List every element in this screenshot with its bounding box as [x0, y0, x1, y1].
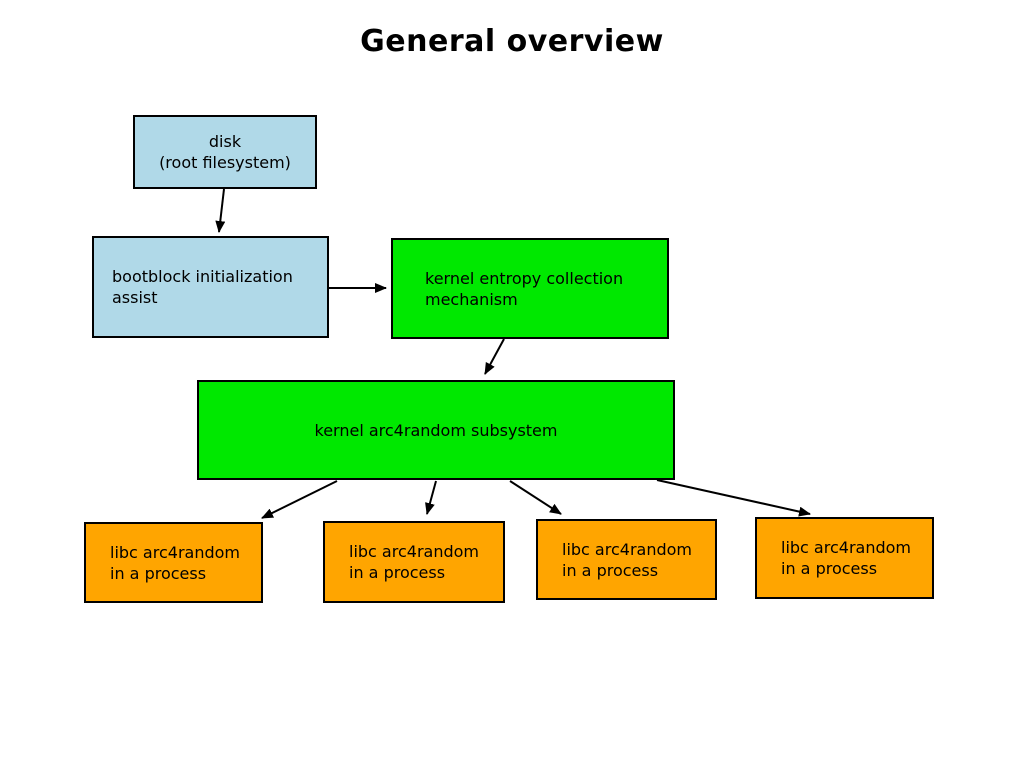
node-disk: disk (root filesystem): [133, 115, 317, 189]
node-libc-process-2: libc arc4random in a process: [323, 521, 505, 603]
node-libc-process-1-line2: in a process: [110, 563, 207, 583]
node-libc-process-3-line1: libc arc4random: [562, 539, 692, 559]
node-libc-process-4-line2: in a process: [781, 559, 878, 578]
node-disk-line1: disk: [208, 132, 242, 151]
edge-subsystem-to-libc-4: [656, 479, 811, 517]
node-libc-process-2-line1: libc arc4random: [349, 542, 479, 561]
node-bootblock-line2: assist: [112, 288, 158, 307]
edge-subsystem-to-libc-1: [261, 480, 338, 519]
edge-subsystem-to-libc-3: [509, 480, 562, 515]
node-libc-process-3-line2: in a process: [562, 560, 659, 580]
node-kernel-arc4random-subsystem-label: kernel arc4random subsystem: [314, 420, 558, 440]
node-kernel-entropy-line2: mechanism: [425, 289, 518, 309]
node-libc-process-4: libc arc4random in a process: [755, 517, 934, 599]
edge-disk-to-bootblock: [215, 188, 226, 233]
node-bootblock: bootblock initialization assist: [92, 236, 329, 338]
node-libc-process-1: libc arc4random in a process: [84, 522, 263, 603]
node-libc-process-3: libc arc4random in a process: [536, 519, 717, 600]
node-libc-process-2-line2: in a process: [349, 563, 446, 582]
node-kernel-entropy: kernel entropy collection mechanism: [391, 238, 669, 339]
page-title: General overview: [360, 24, 664, 59]
node-bootblock-line1: bootblock initialization: [112, 267, 293, 286]
edge-entropy-to-subsystem: [484, 338, 505, 375]
node-kernel-arc4random-subsystem: kernel arc4random subsystem: [197, 380, 675, 480]
node-disk-line2: (root filesystem): [159, 153, 291, 172]
edge-subsystem-to-libc-2: [425, 480, 437, 515]
node-libc-process-1-line1: libc arc4random: [110, 542, 240, 562]
node-libc-process-4-line1: libc arc4random: [781, 538, 911, 557]
node-kernel-entropy-line1: kernel entropy collection: [425, 268, 624, 288]
